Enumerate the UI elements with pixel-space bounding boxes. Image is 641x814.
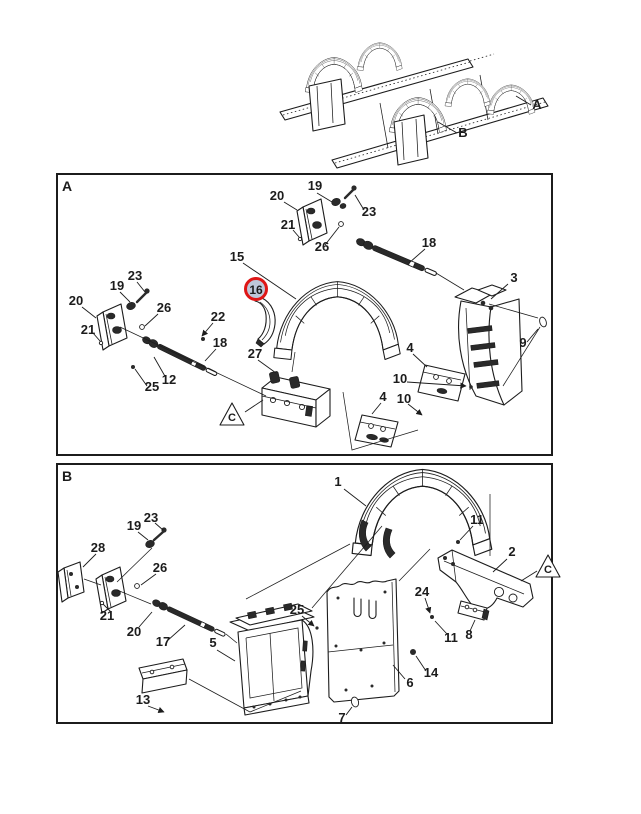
part-27-mounting-bracket [261,371,331,428]
part-16-fender-extension [254,297,276,348]
callout-9: 9 [519,335,526,350]
part-2-fender-bracket [437,549,534,611]
leader-lines-panel-b [82,488,538,716]
callout-18: 18 [422,235,436,250]
callout-4: 4 [406,340,414,355]
callout-6: 6 [406,675,413,690]
callout-20: 20 [69,293,83,308]
callout-12: 12 [162,372,176,387]
assembly-b-fenders [389,78,491,166]
highlight-ring-icon [244,277,268,301]
callout-26: 26 [157,300,171,315]
callout-24: 24 [415,584,430,599]
panel-b: B [56,463,561,725]
bolt-23-head [144,288,150,294]
washer-26 [139,324,145,330]
bolt-11-24 [430,615,434,619]
triangle-c-label: C [228,412,236,424]
part-13-sill-strip [138,658,188,694]
callout-1: 1 [334,474,341,489]
bolt-11-top [456,540,460,544]
callout-4: 4 [379,389,387,404]
pin-25 [131,365,135,369]
top-mount-cluster [296,185,439,279]
washer-26 [338,221,344,227]
triangle-c-label: C [544,564,552,576]
callout-20: 20 [127,624,141,639]
washer-26 [134,583,140,589]
callout-10: 10 [393,371,407,386]
part-1-full-fender [351,468,493,559]
callout-8: 8 [465,627,472,642]
callout-19: 19 [127,518,141,533]
left-mount-cluster-b [95,527,227,639]
callout-27: 27 [248,346,262,361]
leader-lines-panel-a [81,192,541,451]
callout-26: 26 [153,560,167,575]
callout-15: 15 [230,249,244,264]
part-17-strut [150,597,227,639]
panel-b-letter: B [62,468,72,484]
left-mount-cluster [96,288,219,379]
callout-25: 25 [145,379,159,394]
callout-18: 18 [213,335,227,350]
panel-a-letter: A [62,178,72,194]
callout-2: 2 [508,544,515,559]
part-15-quarter-fender [273,281,401,361]
grommet-7 [350,696,360,708]
part-8-sill-strip [457,600,490,621]
triangle-c-marker: C [219,402,245,426]
callout-21: 21 [100,608,114,623]
callout-28: 28 [91,540,105,555]
callout-21: 21 [281,217,295,232]
overview-label-b: B [458,125,467,140]
callout-10: 10 [397,391,411,406]
bolt-23-head [351,185,357,191]
pin-22 [201,337,205,341]
callout-20: 20 [270,188,284,203]
callouts-panel-b: 1 11 2 24 11 8 28 19 23 26 21 20 17 5 25… [91,474,516,725]
highlight-16: 16 [244,277,268,301]
assembly-a-fenders [305,42,536,132]
callouts-panel-a: 19 20 21 23 26 18 15 3 9 23 19 20 21 26 … [69,178,527,406]
part-3-fender-bracket [454,284,523,406]
callout-17: 17 [156,634,170,649]
callout-14: 14 [424,665,439,680]
part-18-strut-left [140,334,219,379]
callout-11: 11 [470,512,484,527]
triangle-c-marker: C [535,554,561,578]
part-28-end-bracket [57,561,85,603]
panel-a: A [56,173,553,456]
callout-19: 19 [110,278,124,293]
callout-19: 19 [308,178,322,193]
panel-a-border [56,173,553,456]
callout-13: 13 [136,692,150,707]
callout-7: 7 [338,710,345,725]
callout-22: 22 [211,309,225,324]
panel-b-border [56,463,553,724]
grommet-9 [539,316,547,328]
overview-drawing: A B [279,42,549,169]
callout-21: 21 [81,322,95,337]
callout-23: 23 [144,510,158,525]
callout-25: 25 [290,602,304,617]
part-6-mud-flap [326,578,400,703]
callout-16-highlighted: 16 [249,283,263,297]
callout-26: 26 [315,239,329,254]
callout-23: 23 [128,268,142,283]
callout-5: 5 [209,635,216,650]
screw-14 [410,649,416,655]
overview-label-a: A [532,97,542,112]
callout-3: 3 [510,270,517,285]
callout-23: 23 [362,204,376,219]
callout-11: 11 [444,630,458,645]
part-5-bracket-box [229,602,315,716]
bolt-23-head [161,527,167,533]
